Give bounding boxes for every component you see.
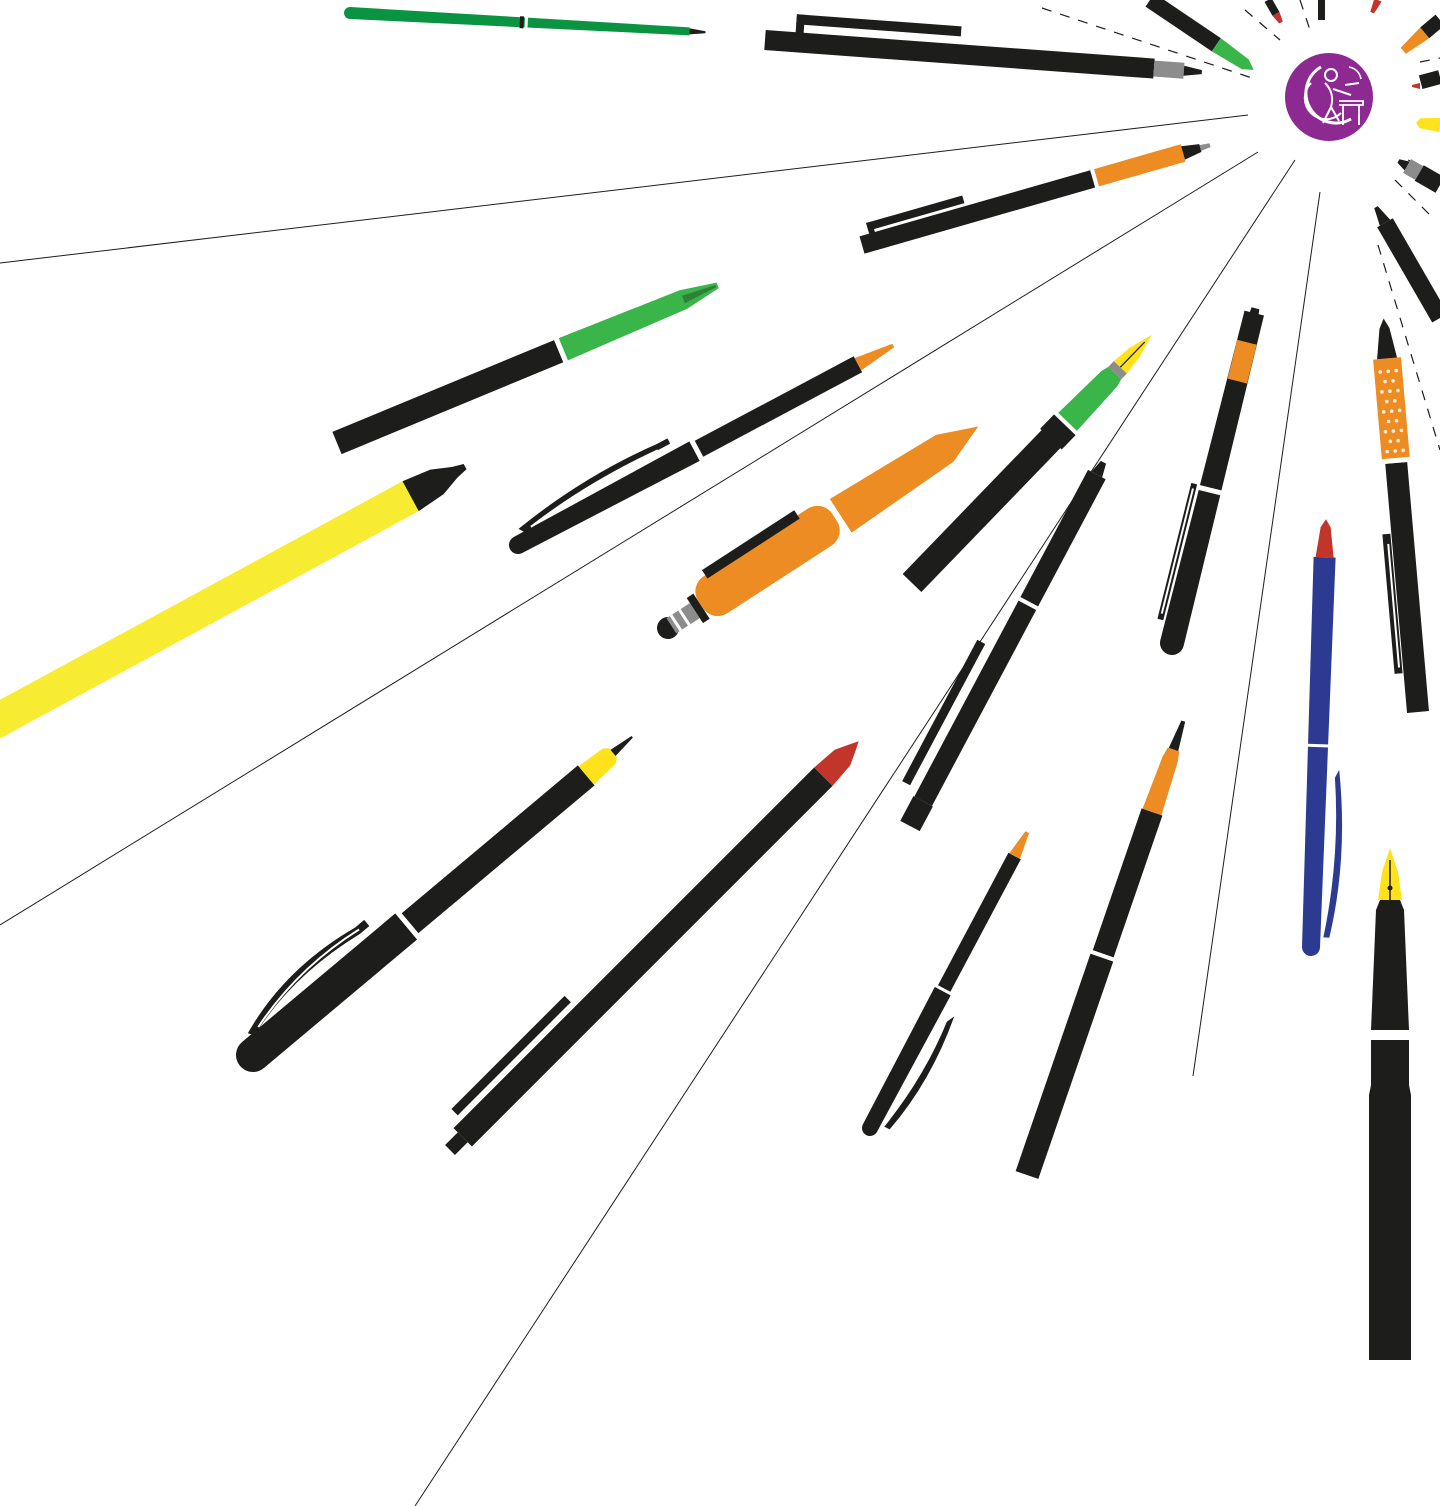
pen-black-click-long xyxy=(900,460,1107,832)
pen-black-orange-tip-upright xyxy=(1157,307,1264,655)
fountain-pen-black xyxy=(1369,848,1411,1360)
fountain-pen-green xyxy=(902,334,1152,593)
highlighter-yellow xyxy=(0,463,467,745)
pen-black-orange-grip xyxy=(859,143,1211,254)
marker-red-tip xyxy=(445,741,859,1155)
writer-at-desk-emblem-icon xyxy=(1285,53,1373,141)
pen-black-click-gray-tip xyxy=(764,14,1202,79)
pen-green-capped xyxy=(344,7,706,36)
pen-blue xyxy=(1302,519,1343,956)
pen-black-orange-tip-clip xyxy=(509,343,895,554)
fineliner-yellow-tip xyxy=(236,736,633,1072)
stylus-pen-orange xyxy=(657,426,979,639)
pencil-orange-dotted-grip xyxy=(1373,318,1429,713)
pen-black-orange-tip-long xyxy=(1015,720,1186,1179)
marker-green-tip xyxy=(332,282,719,455)
small-pens-around-logo xyxy=(1145,0,1440,323)
radiating-lines xyxy=(0,114,1321,1506)
pen-black-small-orange-tip xyxy=(862,831,1030,1136)
